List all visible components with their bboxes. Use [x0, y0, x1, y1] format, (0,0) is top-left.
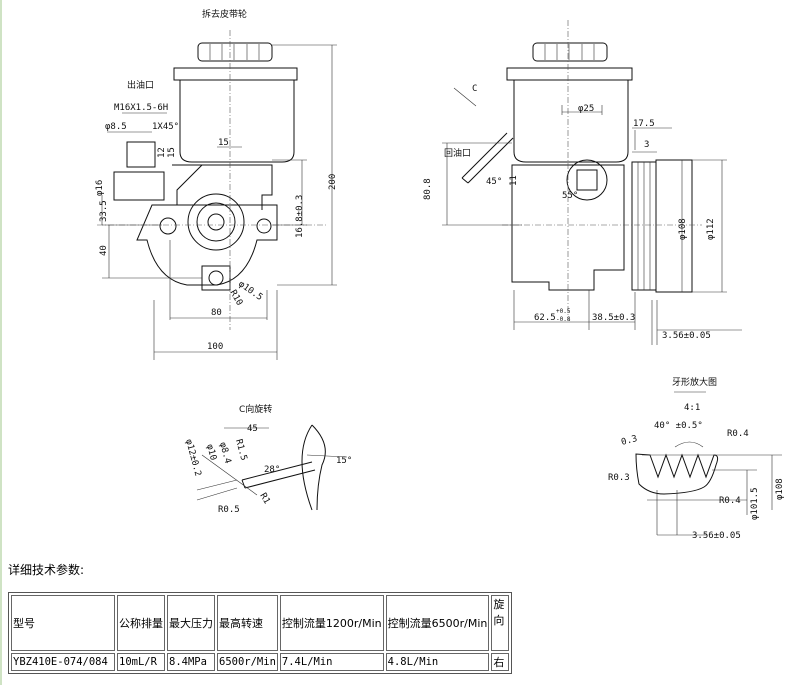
dimension-label: 12 — [157, 147, 167, 158]
dimension-label: -0.8 — [556, 316, 571, 323]
dimension-label: φ112 — [706, 218, 716, 240]
dimension-label: 200 — [328, 174, 338, 190]
c-view-detail: C向旋转 45 φ12±0.2 φ10 φ8.4 R1.5 28° 15° R1… — [183, 403, 352, 515]
dimension-label: 11 — [509, 175, 519, 186]
dimension-label: R0.4 — [719, 496, 741, 506]
dimension-label: 4:1 — [684, 403, 700, 413]
dimension-label: φ108 — [678, 218, 688, 240]
dimension-label: 0.3 — [620, 434, 638, 448]
side-view: C φ25 17.5 3 回油口 80.8 45° 11 55° φ108 φ1… — [423, 20, 742, 345]
table-header-row: 型号 公称排量 最大压力 最高转速 控制流量1200r/Min 控制流量6500… — [11, 595, 510, 651]
dimension-label: 17.5 — [633, 119, 655, 129]
dimension-label: 45 — [247, 424, 258, 434]
dimension-label: R1.5 — [233, 438, 248, 462]
dimension-label: 牙形放大图 — [672, 376, 717, 388]
dimension-label: C — [472, 84, 477, 94]
dimension-label: φ10 — [204, 443, 218, 461]
dimension-label: φ8.4 — [217, 441, 232, 465]
dimension-label: R0.4 — [727, 429, 749, 439]
dimension-label: φ25 — [578, 104, 594, 114]
dimension-label: 62.5 — [534, 313, 556, 323]
dimension-label: 45° — [486, 177, 502, 187]
dimension-label: φ12±0.2 — [183, 438, 202, 477]
dimension-label: 出油口 — [127, 79, 154, 91]
tooth-profile-detail: 牙形放大图 4:1 40° ±0.5° 0.3 R0.4 R0.3 R0.4 φ… — [608, 376, 785, 541]
dimension-label: R0.5 — [218, 505, 240, 515]
dimension-label: M16X1.5-6H — [114, 103, 168, 113]
dimension-label: 3.56±0.05 — [692, 531, 741, 541]
dimension-label: 3 — [644, 140, 649, 150]
spec-heading: 详细技术参数: — [8, 563, 85, 577]
table-row: YBZ410E-074/084 10mL/R 8.4MPa 6500r/Min … — [11, 653, 510, 671]
cell-max-speed: 6500r/Min — [217, 653, 278, 671]
dimension-label: 80.8 — [423, 178, 433, 200]
dimension-label: 55° — [562, 191, 578, 201]
dimension-label: φ108 — [775, 478, 785, 500]
cell-max-pressure: 8.4MPa — [167, 653, 215, 671]
header-cell: 最大压力 — [167, 595, 215, 651]
dimension-label: φ101.5 — [750, 487, 760, 520]
cell-displacement: 10mL/R — [117, 653, 165, 671]
header-cell: 公称排量 — [117, 595, 165, 651]
dimension-label: 15 — [218, 138, 229, 148]
header-cell: 旋向 — [491, 595, 510, 651]
dimension-label: R0.3 — [608, 473, 630, 483]
cell-model: YBZ410E-074/084 — [11, 653, 115, 671]
dimension-label: 100 — [207, 342, 223, 352]
dimension-label: 1X45° — [152, 122, 179, 132]
pump-drawing: 拆去皮带轮 出油口 M16X1.5-6H φ8.5 1X45° 15 12 15… — [95, 8, 785, 541]
front-view: 拆去皮带轮 出油口 M16X1.5-6H φ8.5 1X45° 15 12 15… — [95, 8, 338, 360]
dimension-label: φ16 — [95, 180, 105, 196]
dimension-label: 28° — [264, 465, 280, 475]
dimension-label: 回油口 — [444, 147, 471, 159]
header-cell: 控制流量1200r/Min — [279, 595, 384, 651]
cell-rotation: 右 — [491, 653, 510, 671]
dimension-label: 3.56±0.05 — [662, 331, 711, 341]
dimension-label: 40 — [99, 245, 109, 256]
dimension-label: 16.8±0.3 — [295, 195, 305, 238]
header-cell: 最高转速 — [217, 595, 278, 651]
dimension-label: 38.5±0.3 — [592, 313, 635, 323]
cell-flow-6500: 4.8L/Min — [385, 653, 490, 671]
dimension-label: C向旋转 — [239, 403, 272, 415]
header-cell: 控制流量6500r/Min — [385, 595, 490, 651]
cell-flow-1200: 7.4L/Min — [279, 653, 384, 671]
dimension-label: R1 — [257, 492, 271, 506]
dimension-label: 33.5 — [99, 200, 109, 222]
dimension-label: φ8.5 — [105, 122, 127, 132]
dimension-label: 15 — [167, 147, 177, 158]
dimension-label: 40° ±0.5° — [654, 421, 703, 431]
dimension-label: 80 — [211, 308, 222, 318]
spec-table: 型号 公称排量 最大压力 最高转速 控制流量1200r/Min 控制流量6500… — [8, 592, 513, 674]
header-cell: 型号 — [11, 595, 115, 651]
dimension-label: +0.5 — [556, 308, 571, 315]
dimension-label: 15° — [336, 456, 352, 466]
dimension-label: 拆去皮带轮 — [202, 8, 247, 20]
